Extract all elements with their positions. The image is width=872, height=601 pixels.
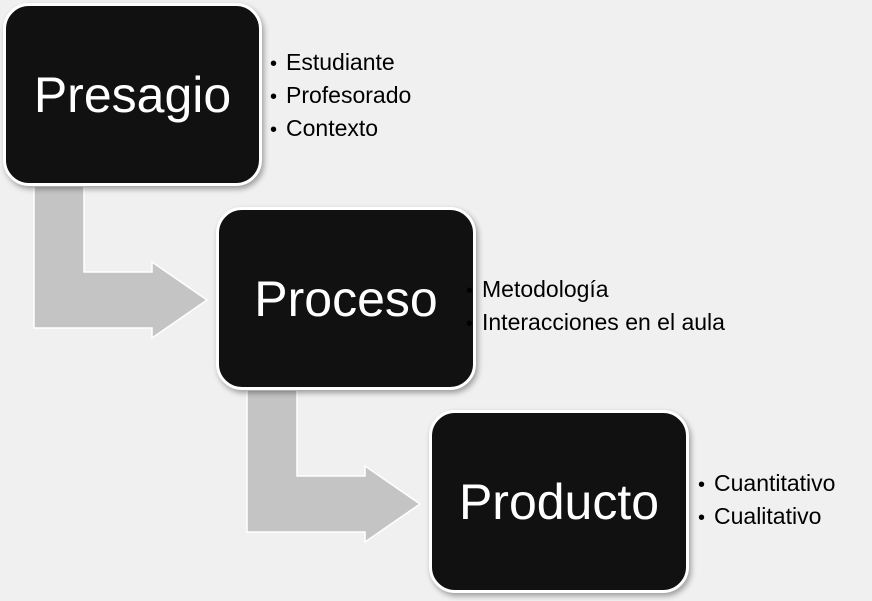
stage-title-producto: Producto xyxy=(458,473,660,530)
item-label: Contexto xyxy=(286,115,379,141)
list-item: • Estudiante xyxy=(270,47,411,80)
stage-items-producto: • Cuantitativo • Cualitativo xyxy=(698,468,835,534)
bullet-icon: • xyxy=(466,313,474,335)
bullet-icon: • xyxy=(270,86,278,108)
list-item: • Contexto xyxy=(270,113,411,146)
list-item: • Interacciones en el aula xyxy=(466,307,725,340)
bullet-icon: • xyxy=(466,280,474,302)
bullet-icon: • xyxy=(270,53,278,75)
list-item: • Cuantitativo xyxy=(698,468,835,501)
stage-box-producto: Producto xyxy=(429,410,689,593)
bullet-icon: • xyxy=(698,474,706,496)
arrow-presagio-to-proceso xyxy=(33,185,209,340)
stage-box-proceso: Proceso xyxy=(216,207,476,390)
item-label: Metodología xyxy=(482,276,609,302)
item-label: Interacciones en el aula xyxy=(482,309,725,335)
item-label: Cualitativo xyxy=(714,503,822,529)
list-item: • Profesorado xyxy=(270,80,411,113)
arrow-proceso-to-producto xyxy=(246,389,422,544)
stage-items-proceso: • Metodología • Interacciones en el aula xyxy=(466,274,725,340)
stage-title-presagio: Presagio xyxy=(33,66,232,123)
list-item: • Metodología xyxy=(466,274,725,307)
item-label: Profesorado xyxy=(286,82,412,108)
item-label: Estudiante xyxy=(286,49,395,75)
item-label: Cuantitativo xyxy=(714,470,836,496)
bullet-icon: • xyxy=(698,507,706,529)
stage-title-proceso: Proceso xyxy=(254,270,438,327)
stage-items-presagio: • Estudiante • Profesorado • Contexto xyxy=(270,47,411,146)
bullet-icon: • xyxy=(270,119,278,141)
list-item: • Cualitativo xyxy=(698,501,835,534)
stage-box-presagio: Presagio xyxy=(3,3,262,186)
